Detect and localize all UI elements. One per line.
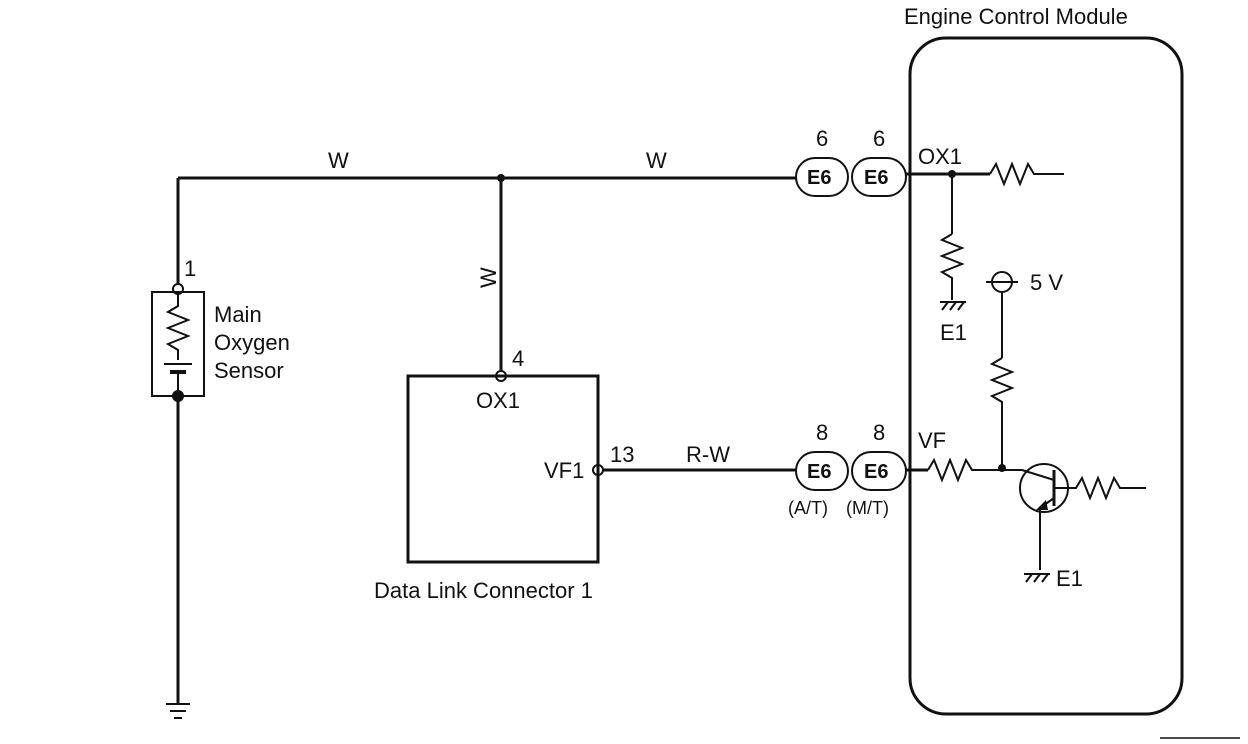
dlc-vf1-pin: 13 bbox=[610, 442, 634, 467]
dlc-vf1-label: VF1 bbox=[544, 458, 584, 483]
supply-5v-symbol bbox=[986, 271, 1018, 293]
dlc-ox1-terminal bbox=[495, 370, 507, 382]
ox1-pulldown-resistor bbox=[939, 233, 965, 300]
ground-label-1: E1 bbox=[940, 320, 967, 345]
transistor-icon bbox=[1019, 463, 1069, 570]
wire-color-bottom: R-W bbox=[686, 442, 730, 467]
connector-top-1: E6 bbox=[795, 157, 849, 197]
base-resistor bbox=[1054, 475, 1146, 501]
ecm-pin-vf: VF bbox=[918, 428, 946, 453]
ground-symbol-sensor bbox=[166, 703, 190, 719]
ground-symbol-transistor bbox=[1024, 573, 1050, 583]
sensor-name-line1: Main bbox=[214, 302, 262, 327]
wire-color-vertical: W bbox=[476, 267, 501, 288]
connector-bottom-2-pin: 8 bbox=[873, 420, 885, 445]
ecm-title: Engine Control Module bbox=[904, 4, 1128, 29]
ecm-pin-ox1: OX1 bbox=[918, 144, 962, 169]
vf-junction-dot bbox=[998, 464, 1006, 472]
sensor-resistor bbox=[165, 294, 191, 360]
sensor-name-line3: Sensor bbox=[214, 358, 284, 383]
connector-bottom-1-code: E6 bbox=[807, 461, 831, 483]
sensor-name-line2: Oxygen bbox=[214, 330, 290, 355]
wire-color-top-left: W bbox=[328, 148, 349, 173]
pullup-resistor bbox=[989, 357, 1015, 466]
dlc-ox1-label: OX1 bbox=[476, 388, 520, 413]
connector-top-2-code: E6 bbox=[864, 167, 888, 189]
dlc-ox1-pin: 4 bbox=[512, 346, 524, 371]
connector-bottom-1-pin: 8 bbox=[816, 420, 828, 445]
dlc-box bbox=[406, 374, 600, 564]
connector-bottom-1-note: (A/T) bbox=[788, 498, 828, 518]
connector-top-2: E6 bbox=[851, 157, 907, 197]
wire-color-top-right: W bbox=[646, 148, 667, 173]
connector-bottom-2-code: E6 bbox=[864, 461, 888, 483]
connector-top-2-pin: 6 bbox=[873, 126, 885, 151]
sensor-cell-icon bbox=[164, 363, 192, 392]
connector-bottom-1: E6 bbox=[795, 451, 849, 491]
ground-label-2: E1 bbox=[1056, 566, 1083, 591]
ecm-box bbox=[908, 36, 1184, 716]
vf-resistor bbox=[927, 457, 1022, 483]
dlc-name: Data Link Connector 1 bbox=[374, 578, 593, 603]
connector-bottom-2: E6 bbox=[851, 451, 907, 491]
sensor-pin: 1 bbox=[184, 256, 196, 281]
ox1-resistor bbox=[989, 161, 1064, 187]
supply-5v-label: 5 V bbox=[1030, 270, 1063, 295]
connector-top-1-pin: 6 bbox=[816, 126, 828, 151]
connector-bottom-2-note: (M/T) bbox=[846, 498, 889, 518]
connector-top-1-code: E6 bbox=[807, 167, 831, 189]
ground-symbol-ox1 bbox=[940, 301, 966, 311]
